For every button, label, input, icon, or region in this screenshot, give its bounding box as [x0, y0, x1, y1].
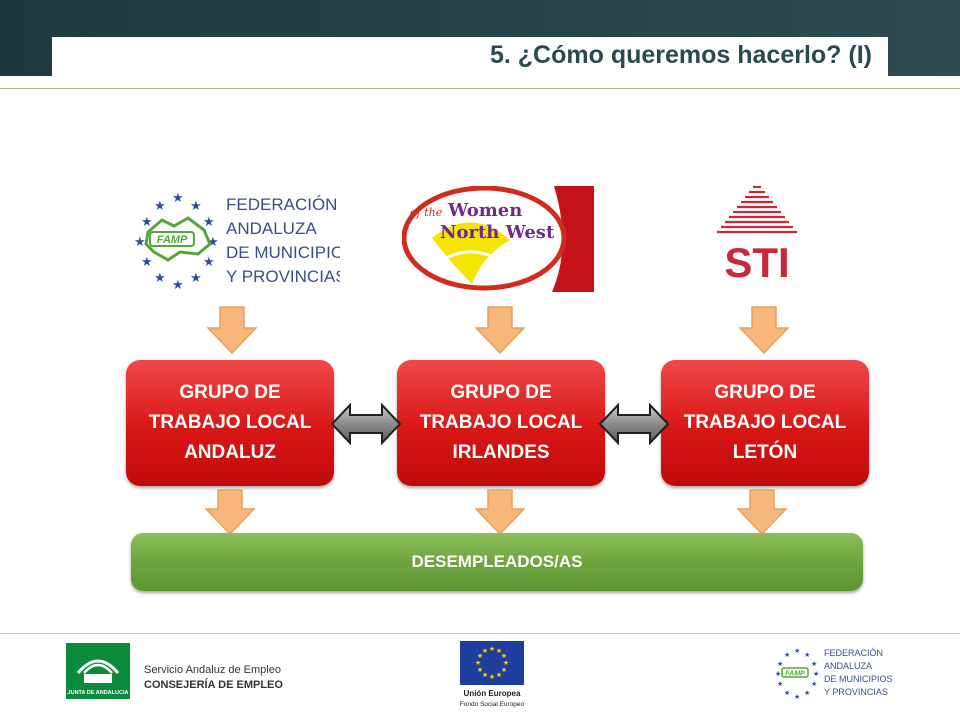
svg-text:★: ★ [203, 255, 215, 270]
svg-text:Y PROVINCIAS: Y PROVINCIAS [226, 267, 340, 286]
svg-text:★: ★ [154, 271, 166, 286]
group-irlandes-box: GRUPO DE TRABAJO LOCAL IRLANDES [397, 360, 605, 486]
arrow-down-icon [475, 489, 525, 535]
svg-text:★: ★ [501, 666, 507, 674]
svg-text:★: ★ [482, 647, 488, 655]
sti-logo: STI [717, 185, 797, 280]
svg-text:★: ★ [489, 673, 495, 681]
andalucia-map-outline [144, 216, 212, 262]
slide-title: 5. ¿Cómo queremos hacerlo? (I) [489, 41, 872, 69]
svg-text:Fondo Social Europeo: Fondo Social Europeo [460, 701, 525, 708]
svg-text:★: ★ [496, 671, 502, 679]
svg-text:★: ★ [489, 645, 495, 653]
desempleados-label: DESEMPLEADOS/AS [411, 552, 583, 571]
svg-text:★: ★ [154, 199, 166, 214]
svg-text:DE MUNICIPIOS: DE MUNICIPIOS [824, 674, 892, 684]
svg-text:★: ★ [794, 647, 800, 655]
arrow-down-icon [737, 489, 787, 535]
svg-text:★: ★ [207, 235, 219, 250]
svg-text:★: ★ [794, 693, 800, 701]
red-swoosh [552, 186, 594, 292]
svg-text:★: ★ [141, 215, 153, 230]
svg-text:★: ★ [784, 689, 790, 697]
svg-text:STI: STI [724, 239, 789, 280]
svg-text:★: ★ [777, 660, 783, 668]
svg-text:Y PROVINCIAS: Y PROVINCIAS [824, 687, 888, 697]
svg-text:FAMP: FAMP [157, 234, 188, 246]
footer-divider [0, 633, 960, 634]
famp-footer-logo: ★★★ ★★★ ★★★ ★★★ FAMP FEDERACIÓN ANDALUZA… [775, 647, 892, 701]
svg-text:★: ★ [496, 647, 502, 655]
svg-text:★: ★ [784, 651, 790, 659]
arrow-down-icon [739, 306, 789, 354]
svg-text:DE MUNICIPIOS: DE MUNICIPIOS [226, 243, 340, 262]
svg-text:★: ★ [804, 689, 810, 697]
svg-text:FAMP: FAMP [785, 671, 805, 678]
svg-text:★: ★ [804, 651, 810, 659]
svg-text:★: ★ [477, 652, 483, 660]
svg-text:★: ★ [190, 271, 202, 286]
svg-text:★: ★ [134, 235, 146, 250]
svg-text:★: ★ [203, 215, 215, 230]
svg-text:★: ★ [813, 670, 819, 678]
svg-text:FEDERACIÓN: FEDERACIÓN [824, 648, 883, 658]
famp-logo: ★ ★ ★ ★ ★ ★ ★ ★ ★ ★ ★ ★ FAMP FEDERACIÓN … [134, 191, 340, 293]
arrow-down-icon [205, 489, 255, 535]
svg-text:FEDERACIÓN: FEDERACIÓN [226, 195, 337, 214]
svg-text:★: ★ [477, 666, 483, 674]
double-arrow-icon [598, 403, 670, 445]
title-divider [0, 88, 960, 89]
desempleados-bar: DESEMPLEADOS/AS [131, 533, 863, 591]
eu-flag [460, 641, 524, 685]
svg-text:★: ★ [172, 278, 184, 293]
svg-text:★: ★ [501, 652, 507, 660]
svg-text:★: ★ [141, 255, 153, 270]
eu-flag-logo: ★★★ ★★★ ★★★ ★★★ Unión Europea Fondo Soci… [460, 641, 525, 708]
svg-text:★: ★ [775, 670, 781, 678]
eu-stars-ring: ★ ★ ★ ★ ★ ★ ★ ★ ★ ★ ★ ★ [134, 191, 219, 293]
svg-text:North West: North West [440, 222, 555, 243]
svg-text:★: ★ [777, 680, 783, 688]
svg-text:★: ★ [811, 680, 817, 688]
title-box: 5. ¿Cómo queremos hacerlo? (I) [52, 37, 888, 76]
svg-text:ANDALUZA: ANDALUZA [226, 219, 317, 238]
women-north-west-logo: of the Women North West [402, 186, 594, 292]
svg-text:JUNTA DE ANDALUCIA: JUNTA DE ANDALUCIA [68, 690, 129, 696]
servicio-andaluz-empleo-text: Servicio Andaluz de Empleo CONSEJERÍA DE… [144, 664, 283, 691]
junta-andalucia-logo: JUNTA DE ANDALUCIA [66, 643, 130, 699]
arrow-down-icon [475, 306, 525, 354]
double-arrow-icon [330, 403, 402, 445]
svg-text:Unión Europea: Unión Europea [464, 689, 521, 698]
svg-text:of the: of the [410, 206, 443, 219]
svg-text:CONSEJERÍA DE EMPLEO: CONSEJERÍA DE EMPLEO [144, 678, 283, 691]
svg-text:★: ★ [190, 199, 202, 214]
group-leton-box: GRUPO DE TRABAJO LOCAL LETÓN [661, 360, 869, 486]
svg-text:★: ★ [475, 659, 481, 667]
svg-text:★: ★ [482, 671, 488, 679]
svg-text:★: ★ [172, 191, 184, 206]
svg-text:★: ★ [503, 659, 509, 667]
arrow-down-icon [207, 306, 257, 354]
group-andaluz-box: GRUPO DE TRABAJO LOCAL ANDALUZ [126, 360, 334, 486]
svg-text:Women: Women [447, 200, 522, 221]
svg-text:Servicio Andaluz de Empleo: Servicio Andaluz de Empleo [144, 664, 281, 676]
svg-text:★: ★ [811, 660, 817, 668]
svg-text:ANDALUZA: ANDALUZA [824, 661, 872, 671]
